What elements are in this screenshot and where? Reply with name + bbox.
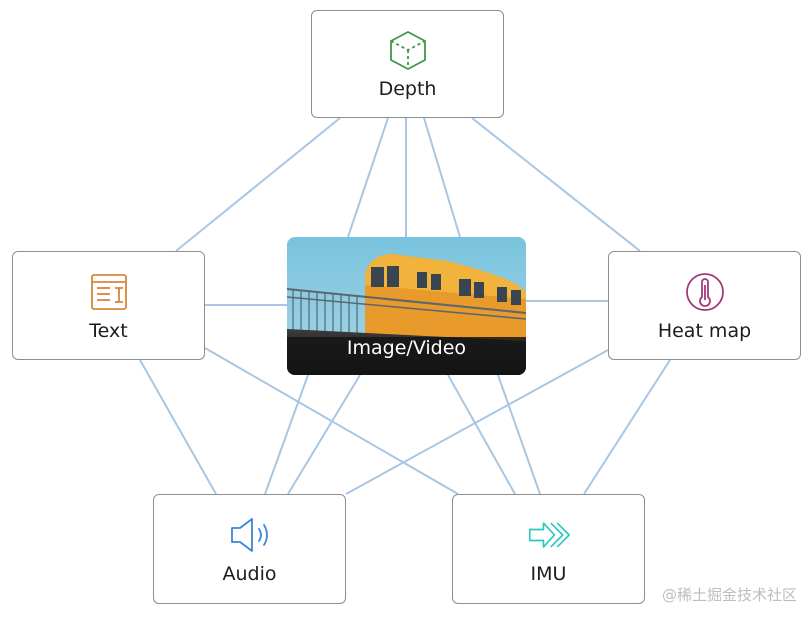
edge-center-audio-2 <box>287 374 361 495</box>
node-depth: Depth <box>311 10 504 118</box>
node-imu: IMU <box>452 494 645 604</box>
node-heat-map-label: Heat map <box>657 319 752 342</box>
cube-icon <box>386 28 430 72</box>
motion-arrows-icon <box>527 513 571 557</box>
edge-center-imu-1 <box>447 374 516 495</box>
edge-heat-imu <box>583 359 671 495</box>
watermark: @稀土掘金技术社区 <box>661 586 797 604</box>
edge-center-imu-2 <box>497 374 541 495</box>
edge-text-audio <box>139 359 217 495</box>
speaker-icon <box>228 513 272 557</box>
node-depth-label: Depth <box>378 78 437 100</box>
node-imu-label: IMU <box>530 563 567 585</box>
thermometer-icon <box>683 270 727 314</box>
node-audio-label: Audio <box>222 563 277 585</box>
edge-depth-heat <box>471 117 641 252</box>
node-text-label: Text <box>89 319 128 342</box>
edge-depth-text <box>175 117 341 252</box>
edge-depth-center-1 <box>347 117 389 238</box>
train-photo <box>287 237 526 375</box>
center-label: Image/Video <box>346 337 467 359</box>
edge-heat-audio <box>345 349 609 495</box>
node-heat-map: Heat map <box>608 251 801 360</box>
node-text: Text <box>12 251 205 360</box>
text-document-icon <box>87 270 131 314</box>
node-audio: Audio <box>153 494 346 604</box>
edge-depth-center-3 <box>423 117 461 238</box>
center-image-video: Image/Video <box>287 237 526 375</box>
edge-center-audio-1 <box>264 374 309 495</box>
